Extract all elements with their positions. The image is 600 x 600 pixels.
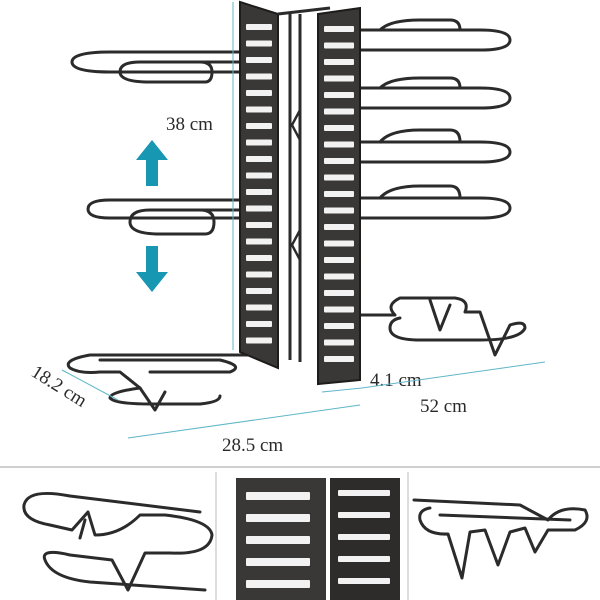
panel-slot [338,534,390,540]
panel-slot [324,191,354,197]
panel-slot [246,492,310,500]
panel-slot [246,580,310,588]
panel-slot [324,339,354,346]
panel-slot [324,26,354,32]
depth-label: 18.2 cm [27,361,90,411]
left-bottom-stand [66,353,252,412]
panel-slot [338,556,390,562]
arrow-up-icon [136,140,168,186]
panel-slot [324,257,354,263]
rack-panel-right [317,6,361,386]
panel-slot [246,139,272,146]
panel-slot [246,189,272,195]
panel-slot [338,490,390,496]
total-width-label: 52 cm [420,396,467,417]
panel-slot [246,106,272,113]
panel-slot [246,57,272,63]
panel-slot [246,271,272,278]
panel-slot [324,240,354,247]
panel-slot [246,337,272,344]
panel-slot [246,90,272,96]
right-shelf-1 [348,18,512,52]
right-shelf-4 [348,184,512,220]
detail-right-stand [412,498,589,580]
height-label: 38 cm [166,114,213,135]
panel-slot [246,514,310,522]
panel-slot [246,24,272,30]
panel-slot [246,288,272,294]
panel-slot [324,125,354,131]
total-width-dimension: 52 cm [361,361,546,417]
detail-left-stand [22,472,217,600]
panel-slot [246,205,272,212]
panel-slot [324,108,354,115]
panel-slot [246,123,272,129]
height-dimension: 38 cm [166,2,234,350]
panel-slot [324,323,354,329]
panel-slot [338,512,390,518]
panel-slot [338,578,390,584]
panel-slot [324,42,354,49]
left-shelf-top [70,50,252,84]
rack-panel-left [239,0,279,370]
base-width-dimension: 28.5 cm [127,404,361,456]
panel-slot [246,40,272,47]
panel-slot [324,141,354,148]
panel-slot [324,92,354,98]
panel-slot [246,321,272,327]
panel-slot [324,306,354,313]
panel-slot [246,558,310,566]
panel-slot [324,174,354,181]
panel-slot [246,536,310,544]
panel-slot [324,273,354,280]
panel-slot [246,238,272,245]
panel-slot [324,290,354,296]
right-shelf-2 [348,76,512,110]
panel-slot [246,156,272,162]
pan-rack-main [66,0,527,412]
arrow-down-icon [136,246,168,292]
panel-slot [324,59,354,65]
rack-frame-bars [277,6,331,362]
panel-thickness-label: 4.1 cm [370,370,422,391]
panel-slot [324,158,354,164]
right-shelf-3 [348,128,512,164]
panel-slot [324,224,354,230]
left-shelf-middle [86,198,252,236]
detail-panel-slots [236,472,409,600]
base-width-label: 28.5 cm [222,435,283,456]
panel-slot [246,222,272,228]
panel-slot [324,356,354,362]
panel-slot [324,207,354,214]
panel-slot [246,304,272,311]
panel-slot [324,75,354,82]
panel-slot [246,255,272,261]
panel-slot [246,73,272,80]
panel-slot [246,172,272,179]
panel-thickness-dimension: 4.1 cm [321,370,422,393]
right-bottom-stand [348,296,527,357]
